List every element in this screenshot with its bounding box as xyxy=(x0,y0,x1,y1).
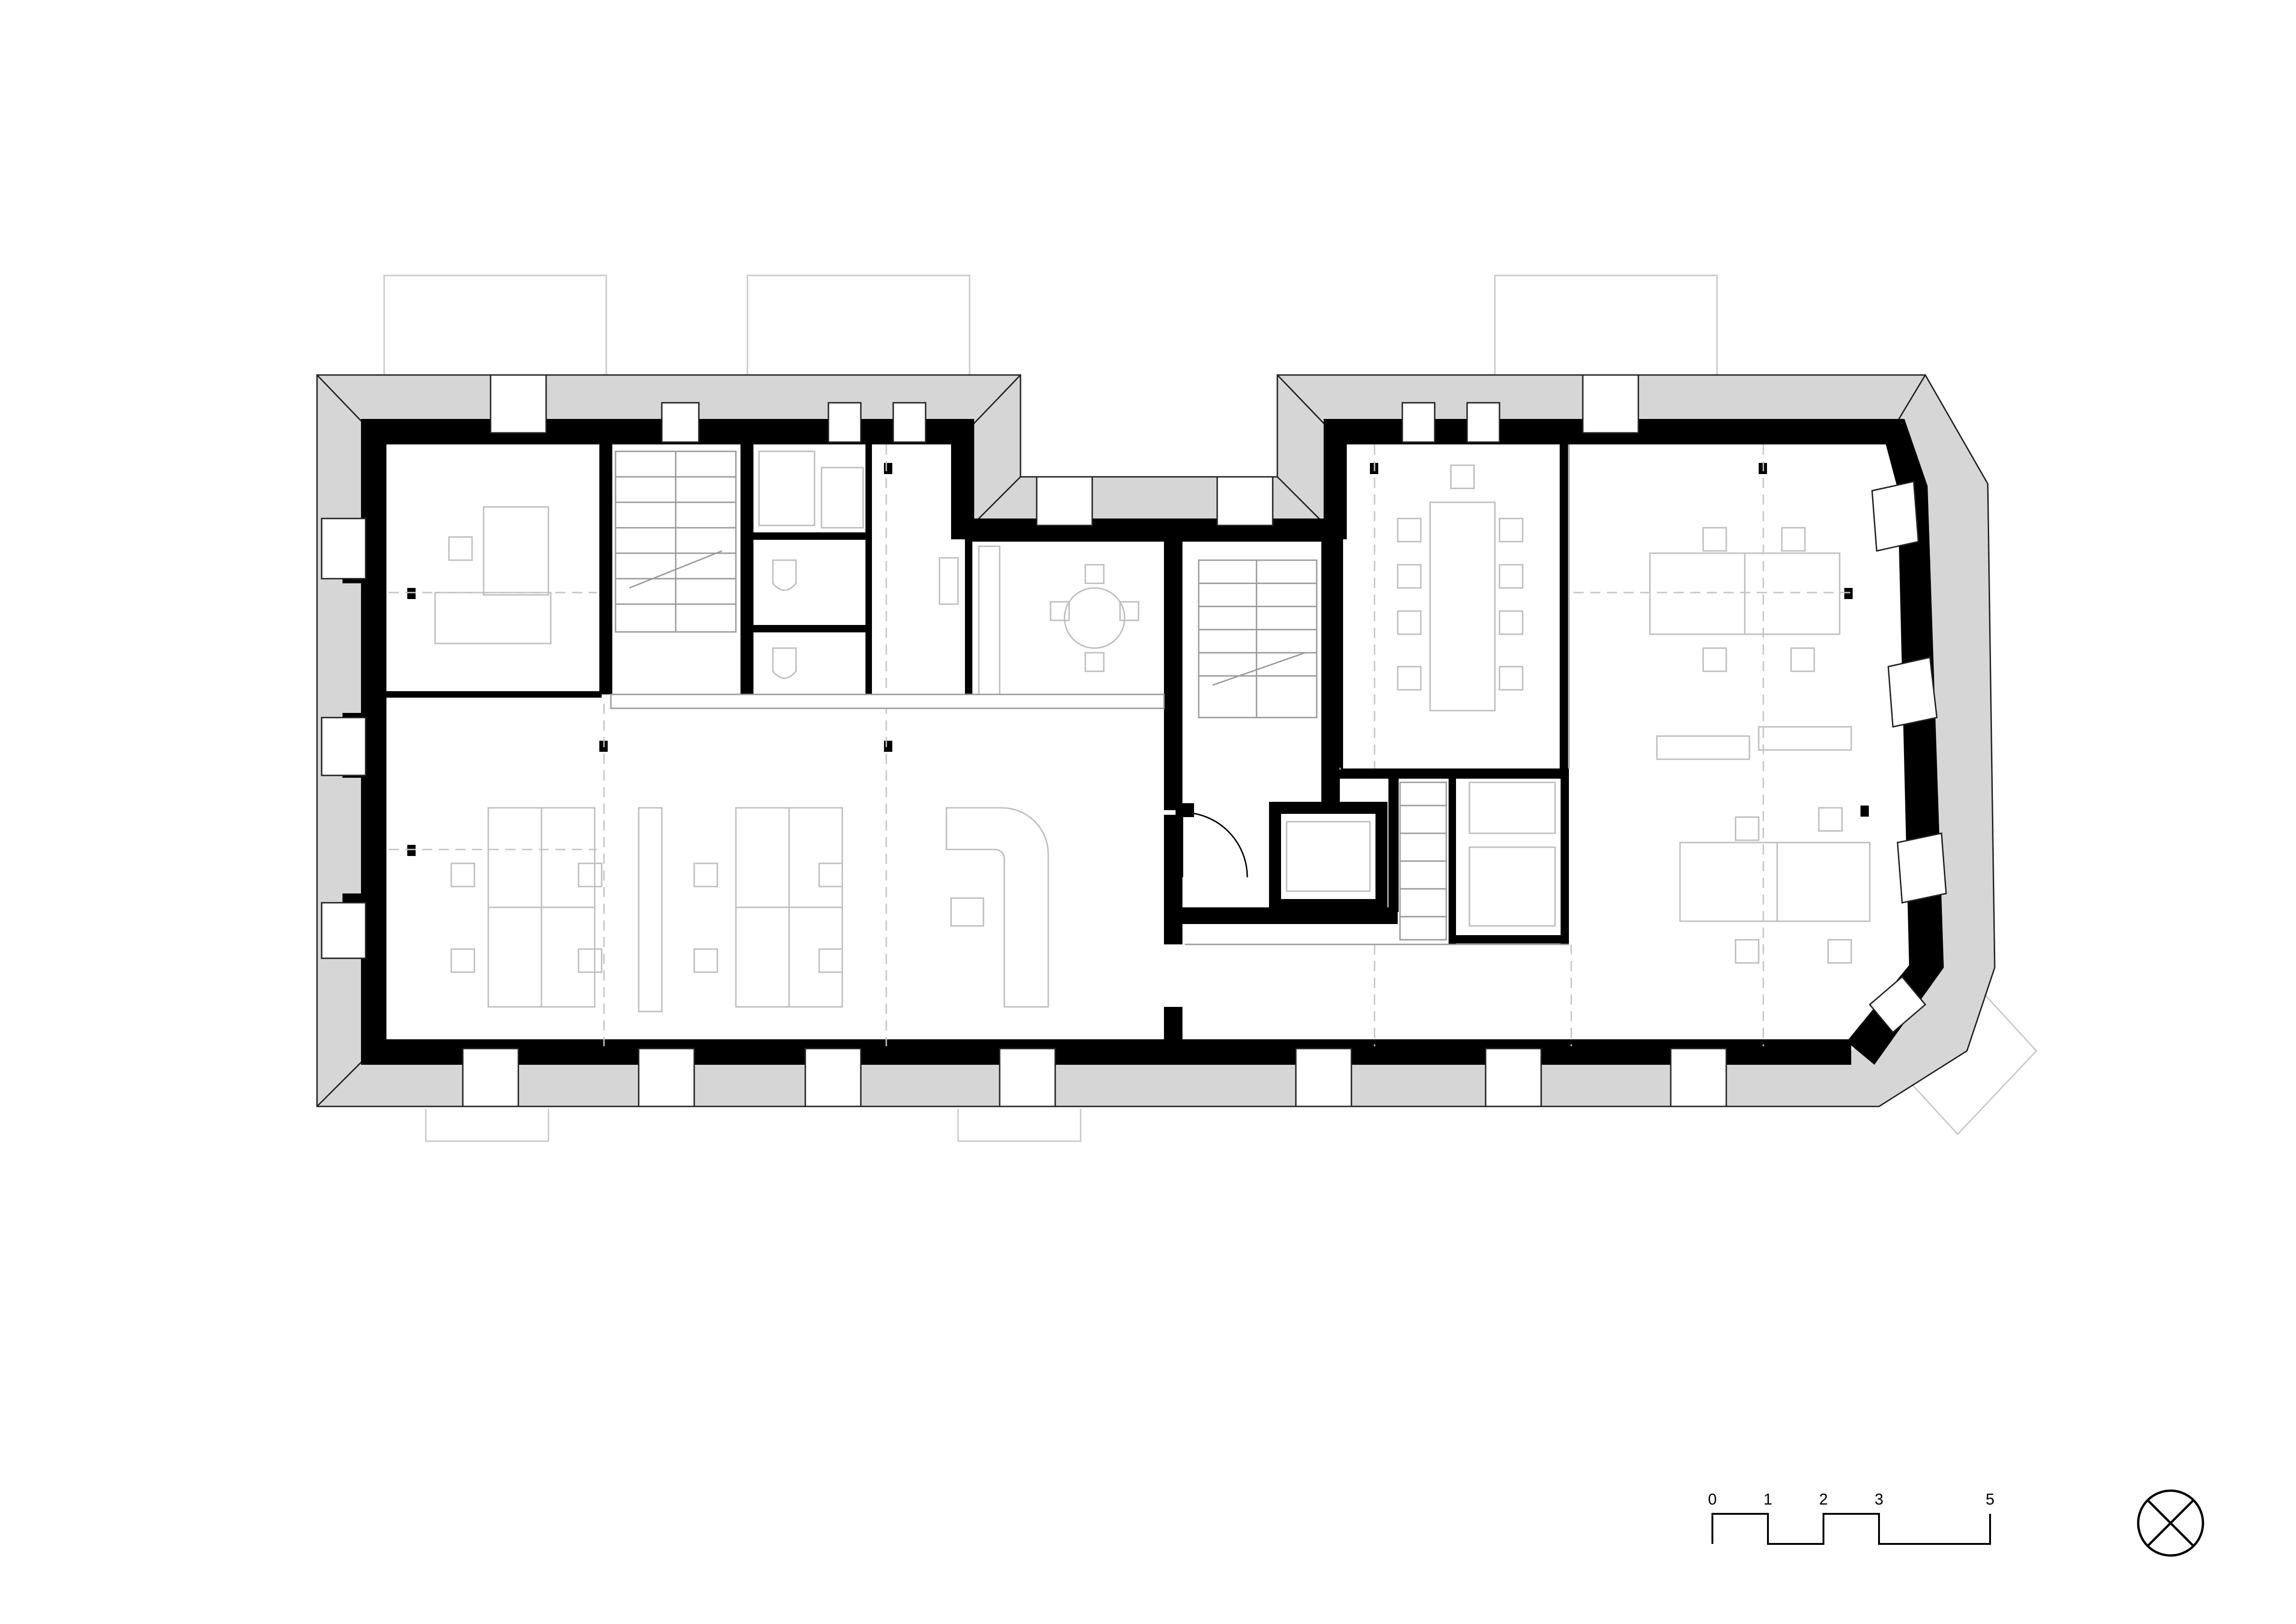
window xyxy=(1582,374,1639,434)
wall-north-mid xyxy=(965,518,1333,542)
window xyxy=(1670,1048,1727,1107)
scale-tick-label: 1 xyxy=(1764,1491,1773,1508)
window xyxy=(828,402,862,443)
wall-lift xyxy=(1269,802,1388,911)
window xyxy=(321,518,367,580)
window xyxy=(321,902,367,959)
window xyxy=(661,402,700,443)
bathtub xyxy=(758,450,815,526)
window xyxy=(892,402,927,443)
window xyxy=(1887,656,1938,728)
glass-partitions xyxy=(386,444,1570,945)
window xyxy=(1401,402,1436,443)
wall-south xyxy=(361,1039,1851,1065)
furniture xyxy=(434,450,1871,1012)
balcony-south-1 xyxy=(425,1109,549,1142)
scale-tick-label: 5 xyxy=(1986,1491,1995,1508)
wall-kitchen-west xyxy=(965,532,972,694)
scale-tick-label: 0 xyxy=(1708,1491,1717,1508)
window xyxy=(804,1048,862,1107)
scale-tick-label: 2 xyxy=(1819,1491,1828,1508)
window xyxy=(1485,1048,1542,1107)
staircase-1 xyxy=(615,450,737,633)
window xyxy=(1295,1048,1352,1107)
desk-cluster xyxy=(1679,842,1871,922)
staircase-3 xyxy=(1399,781,1447,941)
wall-wc-divider-1 xyxy=(745,532,870,540)
window xyxy=(638,1048,695,1107)
sideboard xyxy=(1656,735,1750,760)
window xyxy=(999,1048,1056,1107)
window xyxy=(1036,476,1093,526)
balcony-north-2 xyxy=(747,275,971,375)
circle-x-north-icon xyxy=(2137,1489,2204,1557)
window xyxy=(1868,975,1927,1034)
round-table xyxy=(1064,587,1126,649)
toilet xyxy=(772,647,797,679)
shelf xyxy=(638,807,663,1012)
sink xyxy=(939,557,959,605)
window xyxy=(490,374,547,434)
wall-room1-east xyxy=(599,444,612,694)
window xyxy=(1897,832,1947,904)
window xyxy=(462,1048,519,1107)
balconies xyxy=(383,275,2038,1142)
meeting-table xyxy=(1429,501,1496,712)
facade-masonry xyxy=(316,374,1996,1107)
desk xyxy=(483,506,549,596)
wall-core-west xyxy=(1164,537,1182,810)
shower xyxy=(821,467,864,529)
balcony-north-3 xyxy=(1494,275,1718,375)
overhead-lines xyxy=(389,444,1851,1046)
window xyxy=(321,717,367,776)
wall-wc-west xyxy=(745,444,753,694)
sideboard xyxy=(1758,726,1852,751)
scale-tick-label: 3 xyxy=(1875,1491,1884,1508)
wall-wc-divider-2 xyxy=(745,625,870,632)
balcony-south-2 xyxy=(957,1109,1082,1142)
balcony-north-1 xyxy=(383,275,607,375)
staircase-2 xyxy=(1198,559,1318,718)
wall-east xyxy=(1847,419,1944,1065)
reception-counter xyxy=(946,807,1049,1008)
scale-bar-line xyxy=(1711,1513,1991,1545)
toilet xyxy=(772,559,797,591)
entrance-door xyxy=(1182,812,1248,878)
scale-bar: 0 1 2 3 5 xyxy=(1708,1491,1995,1545)
wall-wc-east xyxy=(865,444,872,694)
window xyxy=(1466,402,1500,443)
window xyxy=(1871,481,1919,552)
window xyxy=(1216,476,1274,526)
windows xyxy=(321,374,1947,1107)
facade-inner-field xyxy=(373,433,1932,1051)
